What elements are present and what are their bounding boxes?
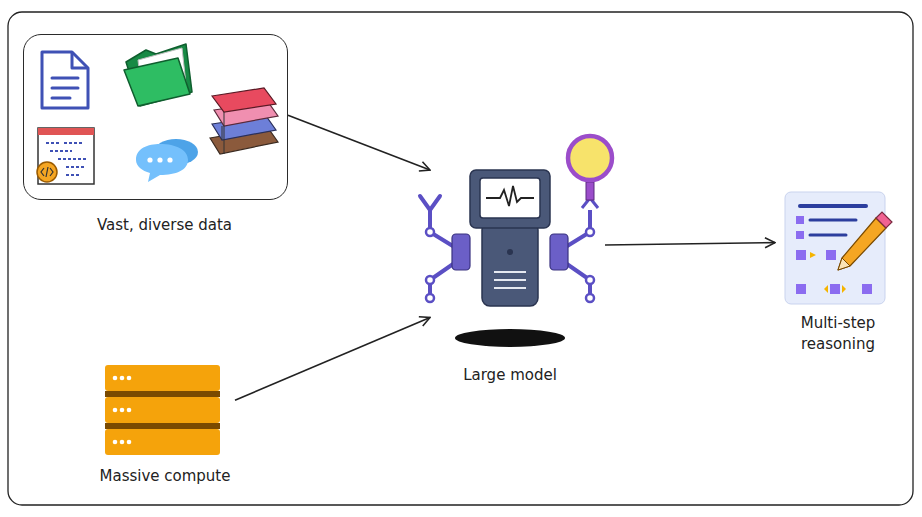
server-stack-icon-part (127, 440, 132, 445)
server-stack-icon (105, 365, 220, 455)
robot-illustration-part (586, 228, 594, 236)
reasoning-icon-part (800, 204, 866, 208)
robot-illustration-part (586, 294, 594, 302)
server-stack-icon-part (105, 429, 220, 455)
flow-arrow (288, 115, 430, 170)
data-sources-box: Vast, diverse data (23, 34, 288, 200)
folder-icon-part (124, 58, 190, 106)
robot-illustration-part (494, 272, 526, 288)
reasoning-icon-part (796, 216, 804, 224)
node-label: Massive compute (85, 466, 245, 487)
robot-illustration-part (482, 222, 538, 306)
flow-arrow (235, 318, 430, 401)
books-icon-part (222, 112, 224, 154)
reasoning-icon-part (876, 212, 892, 228)
server-stack-icon-part (113, 440, 118, 445)
server-stack-icon-part (105, 365, 220, 391)
reasoning-icon-part (810, 219, 856, 222)
reasoning-icon-part (796, 231, 804, 239)
robot-illustration-part (426, 276, 434, 284)
code-window-icon-part (38, 128, 94, 135)
books-icon-part (212, 88, 276, 112)
code-window-icon-part (41, 167, 53, 177)
chat-bubbles-icon-part (167, 157, 172, 162)
node-label: Large model (430, 365, 590, 386)
robot-illustration-part (586, 276, 594, 284)
server-stack-icon-part (120, 408, 125, 413)
document-icon (42, 52, 88, 108)
chat-bubbles-icon (136, 139, 198, 182)
server-stack-icon-part (113, 376, 118, 381)
chat-bubbles-icon-part (136, 144, 188, 182)
compute-node: Massive compute (95, 360, 235, 490)
reasoning-icon-part (862, 284, 872, 294)
chat-bubbles-icon-part (147, 157, 152, 162)
robot-illustration-part (455, 329, 565, 347)
outer-frame (8, 12, 913, 505)
code-window-icon (37, 128, 94, 184)
server-stack-icon-part (105, 391, 220, 397)
robot-illustration-part (507, 249, 513, 255)
reasoning-icon-part (810, 252, 816, 258)
server-stack-icon-part (120, 440, 125, 445)
node-label: Vast, diverse data (24, 215, 305, 236)
reasoning-icon-part (838, 258, 850, 270)
reasoning-icon-part (824, 285, 846, 293)
document-icon-part (52, 78, 78, 98)
robot-illustration-part (426, 228, 434, 236)
model-node: Large model (430, 140, 605, 390)
reasoning-icon (785, 192, 892, 304)
server-stack-icon-part (127, 376, 132, 381)
document-icon-part (42, 52, 88, 108)
robot-illustration-part (420, 196, 440, 210)
node-label: Multi-step reasoning (783, 313, 893, 355)
robot-illustration-part (568, 136, 612, 180)
code-window-icon-part (37, 162, 57, 182)
robot-illustration-part (550, 234, 568, 270)
chat-bubbles-icon-part (157, 157, 162, 162)
robot-illustration-part (426, 294, 434, 302)
robot-illustration-part (480, 178, 540, 218)
reasoning-icon-part (830, 284, 840, 294)
robot-illustration-part (470, 170, 550, 228)
document-icon-part (72, 52, 88, 68)
books-icon (210, 88, 278, 154)
server-stack-icon-part (127, 408, 132, 413)
reasoning-icon-part (838, 218, 886, 270)
reasoning-icon-part (810, 234, 846, 237)
server-stack-icon-part (120, 376, 125, 381)
reasoning-icon-part (785, 192, 885, 304)
folder-icon (124, 44, 192, 106)
code-window-icon-part (38, 128, 94, 184)
robot-illustration (420, 136, 612, 347)
output-node: Multi-step reasoning (775, 185, 900, 365)
flow-arrow (605, 243, 775, 245)
reasoning-icon-part (796, 250, 806, 260)
server-stack-icon-part (105, 423, 220, 429)
server-stack-icon-part (105, 397, 220, 423)
reasoning-icon-part (796, 284, 806, 294)
robot-illustration-part (452, 234, 470, 270)
robot-illustration-part (586, 182, 594, 200)
reasoning-icon-part (826, 250, 836, 260)
server-stack-icon-part (113, 408, 118, 413)
robot-illustration-part (486, 186, 534, 206)
